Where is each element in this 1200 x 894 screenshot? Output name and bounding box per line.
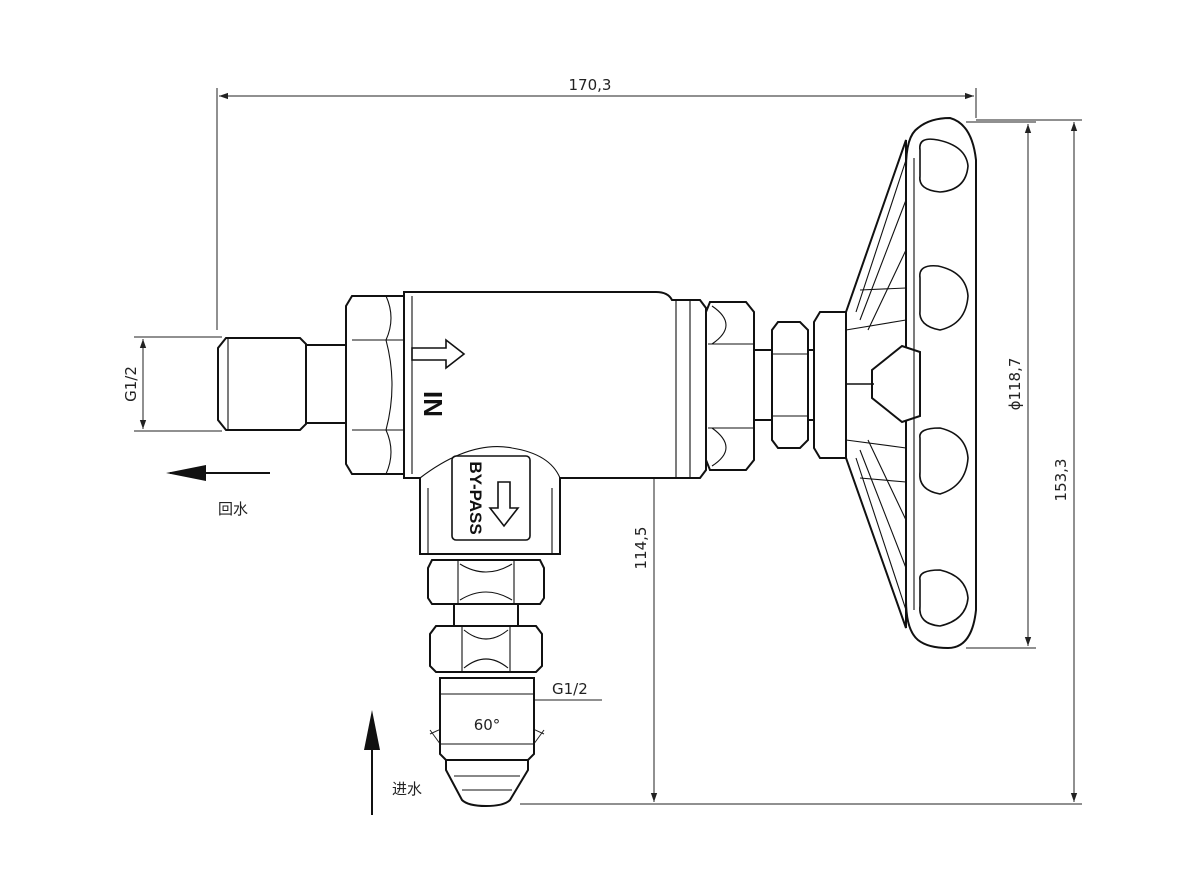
in-marking: IN (418, 391, 448, 417)
return-water-label: 回水 (218, 500, 248, 518)
bypass-marking: BY-PASS (466, 461, 485, 534)
body-collar (345, 295, 405, 475)
stem-assembly (705, 301, 847, 471)
valve-body (403, 291, 707, 555)
inlet-water-label: 进水 (392, 780, 422, 798)
arrow-right-icon (411, 338, 466, 370)
body-markings: IN BY-PASS (411, 338, 520, 535)
overall-width-dimension: 170,3 (569, 76, 612, 94)
arrow-up-icon (364, 710, 380, 750)
outlet-nipple (217, 337, 351, 431)
inlet-assembly (427, 559, 545, 808)
handwheel-diameter-dimension: ϕ118,7 (1006, 358, 1024, 411)
flow-arrows (166, 465, 380, 815)
outlet-thread-dimension: G1/2 (122, 366, 140, 402)
body-height-dimension: 114,5 (632, 527, 650, 570)
dimension-labels: 170,3 ϕ118,7 153,3 114,5 G1/2 G1/2 60° 回… (122, 76, 1070, 798)
arrow-down-icon (488, 481, 520, 528)
cone-angle-dimension: 60° (474, 716, 501, 734)
handwheel (845, 116, 977, 650)
arrow-left-icon (166, 465, 206, 481)
overall-height-dimension: 153,3 (1052, 459, 1070, 502)
inlet-thread-dimension: G1/2 (552, 680, 588, 698)
